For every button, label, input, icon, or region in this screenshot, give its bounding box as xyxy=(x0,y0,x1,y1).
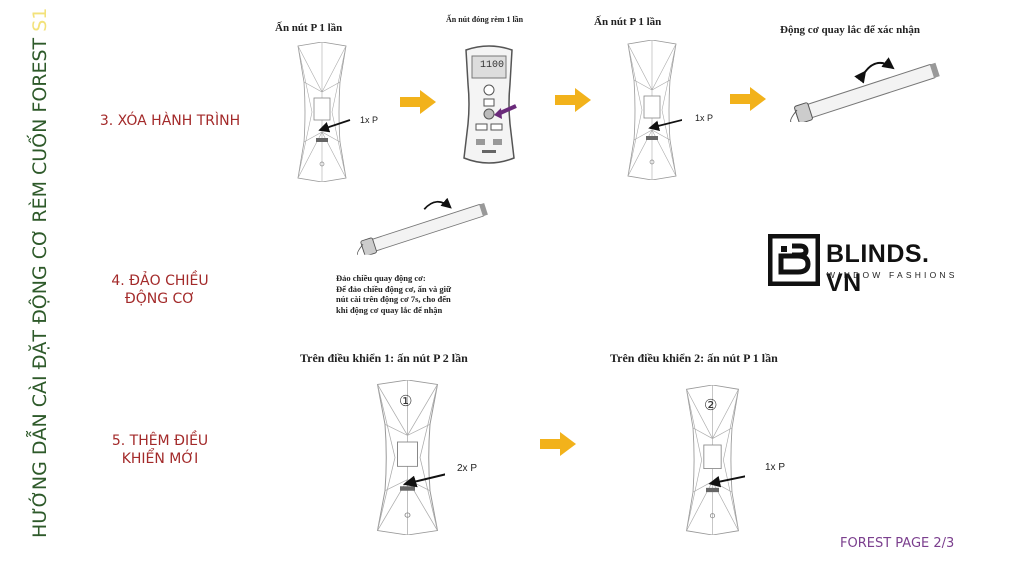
step-4-label-line1: 4. ĐẢO CHIỀU xyxy=(111,273,209,289)
step-3-label: 3. XÓA HÀNH TRÌNH xyxy=(99,113,241,129)
remote-diagram xyxy=(292,42,351,182)
press-count-label: 1x P xyxy=(360,115,379,125)
step-5-label: 5. THÊM ĐIỀU KHIỂN MỚI xyxy=(95,432,225,468)
logo-mark-icon xyxy=(768,234,820,286)
motor-tube-diagram xyxy=(356,197,489,255)
step-5-label-line2: KHIỂN MỚI xyxy=(121,451,199,467)
note-line: Để đảo chiều động cơ, ấn và giữ xyxy=(336,283,452,294)
press-count-label: 1x P xyxy=(765,462,786,473)
motor-tube-diagram xyxy=(790,57,941,122)
remote-number-badge: ② xyxy=(704,397,718,414)
step3-caption-3: Ấn nút P 1 lần xyxy=(594,16,662,28)
note-line: nút cài trên động cơ 7s, cho đến xyxy=(336,294,451,304)
logo-name: BLINDS. VN xyxy=(826,240,930,297)
step3-caption-1: Ấn nút P 1 lần xyxy=(275,22,343,34)
remote-display: 1100 xyxy=(480,60,505,71)
press-count-label: 1x P xyxy=(695,113,714,123)
yellow-arrow-icon xyxy=(555,88,591,112)
step3-caption-4: Động cơ quay lắc để xác nhận xyxy=(780,24,920,36)
yellow-arrow-icon xyxy=(400,90,436,114)
yellow-arrow-icon xyxy=(730,87,766,111)
step3-caption-2: Ấn nút đóng rèm 1 lần xyxy=(446,15,524,24)
logo-tagline: WINDOW FASHIONS xyxy=(827,270,958,280)
blinds-vn-logo: BLINDS. VN WINDOW FASHIONS xyxy=(768,234,968,297)
step5-caption-1: Trên điều khiển 1: ấn nút P 2 lần xyxy=(300,351,468,365)
remote-diagram xyxy=(680,385,745,535)
step5-caption-2: Trên điều khiển 2: ấn nút P 1 lần xyxy=(610,351,778,365)
remote-number-badge: ① xyxy=(399,393,413,410)
remote-diagram xyxy=(370,380,445,535)
page-footer: FOREST PAGE 2/3 xyxy=(840,536,955,551)
remote-diagram xyxy=(622,40,682,180)
note-line: Đảo chiều quay động cơ: xyxy=(336,273,426,283)
yellow-arrow-icon xyxy=(540,432,576,456)
reverse-direction-note: Đảo chiều quay động cơ: Để đảo chiều độn… xyxy=(336,273,451,315)
remote-control-diagram: 1100 xyxy=(458,44,520,166)
vertical-title: HƯỚNG DẪN CÀI ĐẶT ĐỘNG CƠ RÈM CUỐN FORES… xyxy=(29,7,51,538)
step-4-label: 4. ĐẢO CHIỀU ĐỘNG CƠ xyxy=(95,272,225,308)
press-count-label: 2x P xyxy=(457,463,478,474)
note-line: khi động cơ quay lắc để nhận xyxy=(336,304,443,315)
step-4-label-line2: ĐỘNG CƠ xyxy=(124,291,196,307)
step-5-label-line1: 5. THÊM ĐIỀU xyxy=(111,433,209,449)
